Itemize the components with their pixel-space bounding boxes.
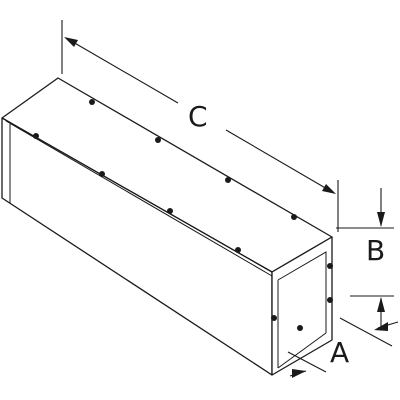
end-inner-floor [277,332,327,369]
rivet [297,325,303,331]
dimension-b: B [336,188,394,328]
rivet [291,214,297,220]
rivet [155,137,161,143]
dim-c-line-left [65,37,179,104]
rivet [33,133,39,139]
end-inner-edge [277,251,327,333]
dim-a-extension-left [287,351,327,373]
dim-a-arrow-right [374,322,388,331]
top-lip-line [5,120,273,277]
rivet [225,177,231,183]
dim-c-line-right [225,129,335,194]
rivet [235,247,241,253]
end-face [271,236,333,376]
rivet [167,208,173,214]
dim-b-arrow-top [377,212,385,227]
dim-c-arrow-left [64,37,78,47]
rivet [327,297,333,303]
wireway-body [1,77,333,376]
rivet [99,171,105,177]
dimension-c: C [61,20,339,232]
rivet [327,263,333,269]
dimension-a: A [287,317,399,378]
dim-a-extension-right [339,317,393,347]
rivet [271,315,277,321]
dim-b-label: B [366,234,385,267]
dim-c-label: C [188,100,208,133]
dim-a-arrow-left [292,369,306,378]
dim-c-arrow-right [322,184,336,194]
rivet [89,99,95,105]
dim-b-arrow-bottom [377,297,385,312]
dim-a-label: A [330,336,349,369]
